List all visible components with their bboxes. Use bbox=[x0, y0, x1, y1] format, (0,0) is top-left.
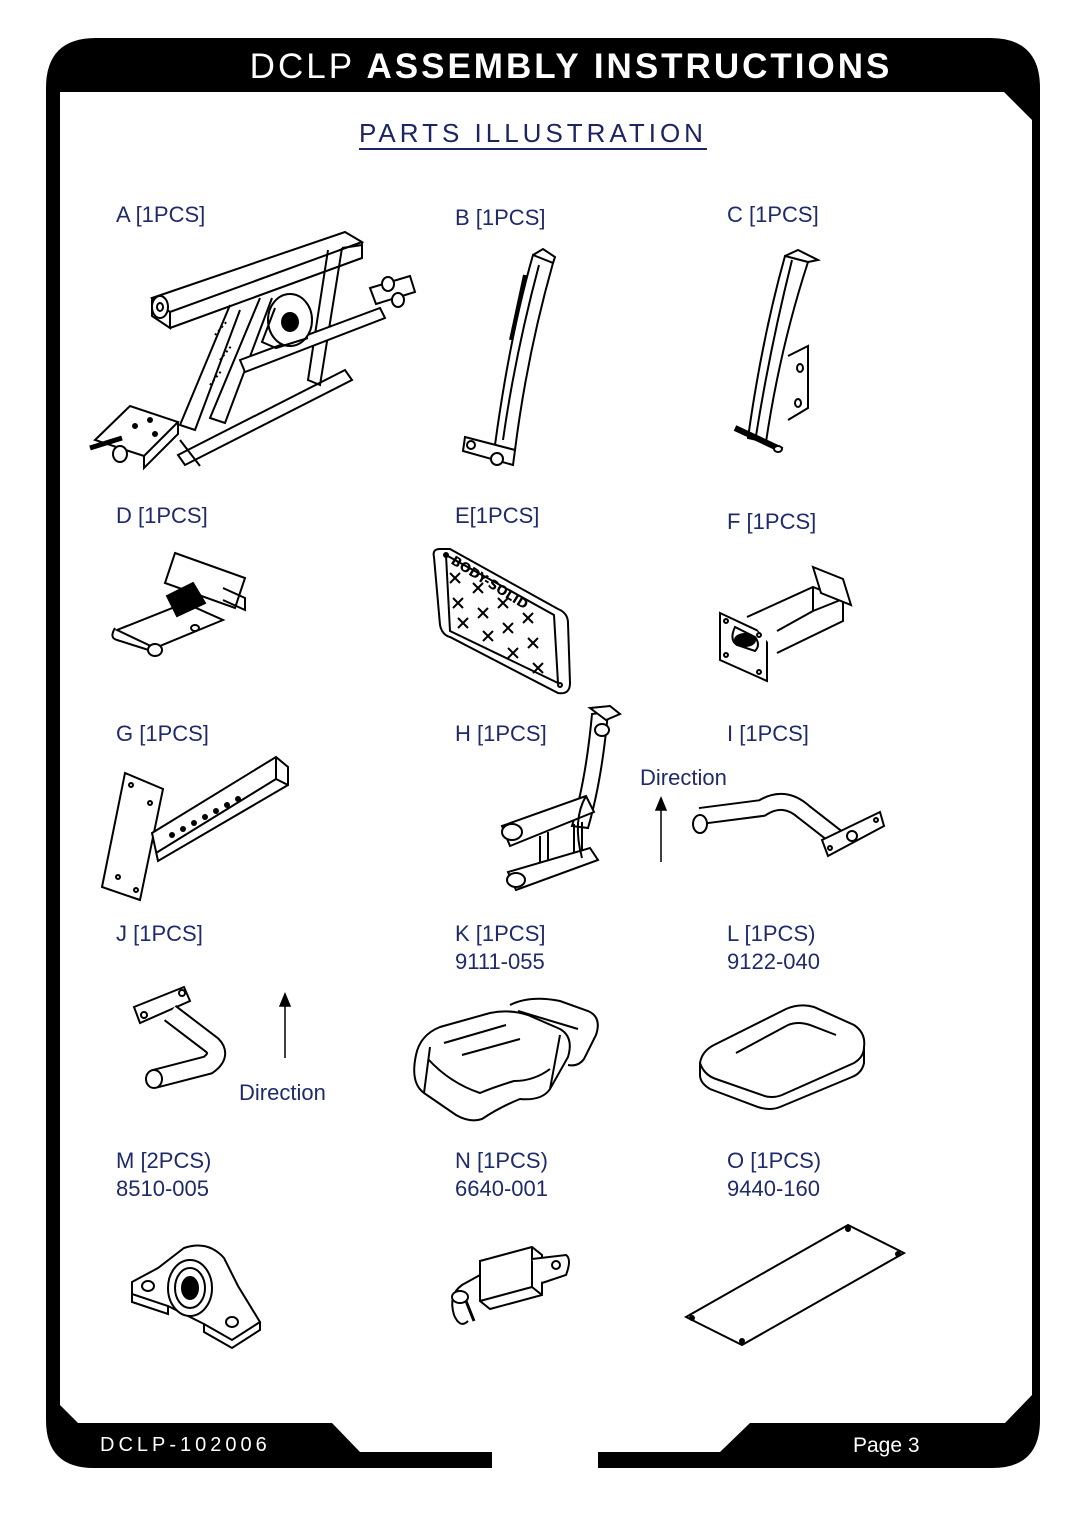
part-m-label: M [2PCS) bbox=[116, 1148, 212, 1173]
direction-label-m: Direction bbox=[239, 1080, 326, 1105]
direction-arrow-i bbox=[652, 796, 670, 864]
part-o-plate-drawing bbox=[684, 1221, 908, 1347]
part-i-label: I [1PCS] bbox=[727, 721, 809, 746]
part-m-number: 8510-005 bbox=[116, 1176, 209, 1201]
part-n-number: 6640-001 bbox=[455, 1176, 548, 1201]
part-n-label: N [1PCS) bbox=[455, 1148, 548, 1173]
part-j-handle-drawing bbox=[132, 985, 232, 1093]
title-lead: DCLP bbox=[249, 47, 356, 86]
part-c-upright-drawing bbox=[730, 248, 830, 463]
part-d-bracket-drawing bbox=[105, 548, 255, 663]
section-title-text: PARTS ILLUSTRATION bbox=[359, 118, 707, 148]
footer-page-number: Page 3 bbox=[853, 1434, 920, 1457]
part-g-arm-drawing bbox=[98, 755, 293, 903]
part-g-label: G [1PCS] bbox=[116, 721, 209, 746]
part-k-label: K [1PCS] bbox=[455, 921, 546, 946]
part-m-bearing-drawing bbox=[128, 1240, 264, 1346]
part-a-label: A [1PCS] bbox=[116, 202, 206, 227]
part-j-label: J [1PCS] bbox=[116, 921, 203, 946]
part-b-upright-drawing bbox=[455, 245, 565, 475]
part-b-label: B [1PCS] bbox=[455, 205, 546, 230]
part-c-label: C [1PCS] bbox=[727, 202, 819, 227]
section-title: PARTS ILLUSTRATION bbox=[0, 118, 1080, 149]
part-h-carriage-drawing bbox=[498, 700, 640, 900]
part-h-label: H [1PCS] bbox=[455, 721, 547, 746]
part-f-sleeve-drawing bbox=[715, 565, 855, 685]
title-rest: ASSEMBLY INSTRUCTIONS bbox=[355, 47, 893, 86]
part-e-label: E[1PCS] bbox=[455, 503, 540, 528]
part-o-number: 9440-160 bbox=[727, 1176, 820, 1201]
footer-document-code: DCLP-102006 bbox=[100, 1434, 271, 1456]
direction-arrow-j bbox=[276, 992, 294, 1060]
part-i-handle-drawing bbox=[688, 790, 888, 868]
part-e-footplate-drawing: BODY-SOLID bbox=[428, 543, 578, 698]
direction-label-i: Direction bbox=[640, 765, 727, 790]
page-title: DCLP ASSEMBLY INSTRUCTIONS bbox=[46, 44, 1036, 90]
part-l-seat-drawing bbox=[696, 1003, 868, 1113]
part-f-label: F [1PCS] bbox=[727, 509, 817, 534]
part-d-label: D [1PCS] bbox=[116, 503, 208, 528]
part-n-clevis-drawing bbox=[446, 1245, 576, 1335]
part-l-label: L [1PCS) bbox=[727, 921, 816, 946]
part-k-seat-drawing bbox=[410, 995, 602, 1125]
part-o-label: O [1PCS) bbox=[727, 1148, 822, 1173]
part-a-frame-drawing bbox=[80, 220, 420, 470]
part-k-number: 9111-055 bbox=[455, 949, 545, 974]
part-l-number: 9122-040 bbox=[727, 949, 820, 974]
